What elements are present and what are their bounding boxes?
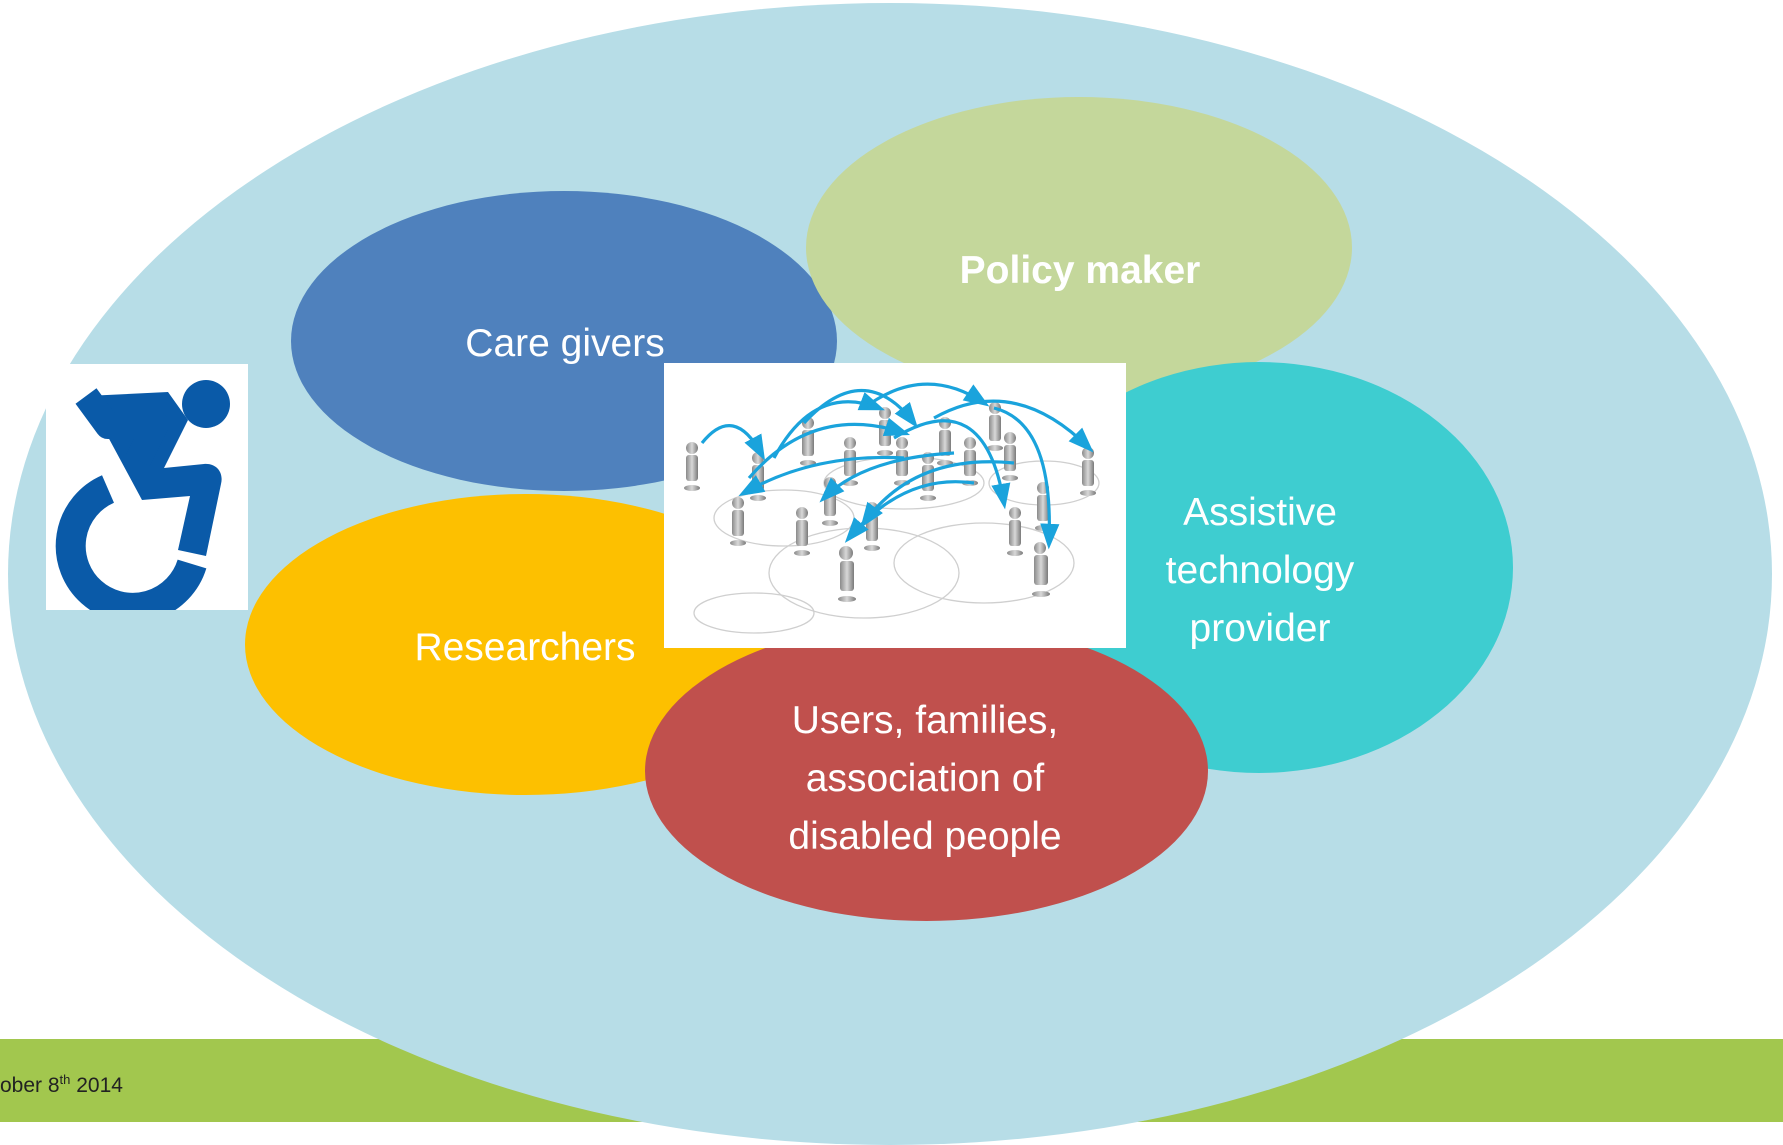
policy-maker-label: Policy maker <box>959 249 1201 292</box>
accessible-wheelchair-icon <box>46 364 248 623</box>
policy-maker-ellipse <box>806 97 1352 398</box>
footer-date-year: 2014 <box>70 1074 123 1097</box>
users-families-label: Users, families, association of disabled… <box>788 699 1062 858</box>
care-givers-label: Care givers <box>465 322 665 365</box>
users-families-ellipse <box>645 621 1208 921</box>
footer-date: ober 8th 2014 <box>0 1072 123 1098</box>
assistive-provider-label: Assistive technology provider <box>1165 491 1355 650</box>
researchers-label: Researchers <box>414 626 636 669</box>
footer-date-prefix: ober 8 <box>0 1074 60 1097</box>
people-network-icon <box>664 363 1126 648</box>
footer-date-suffix: th <box>59 1072 71 1087</box>
